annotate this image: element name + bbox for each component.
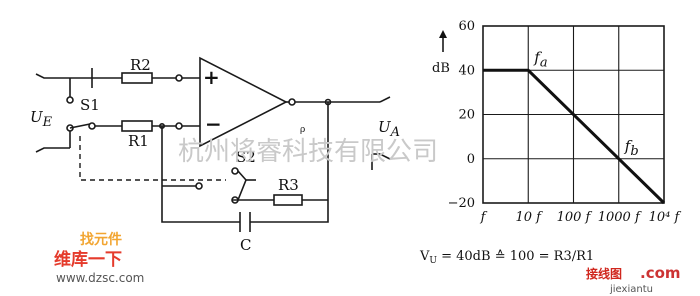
svg-text:找元件: 找元件: [80, 231, 122, 248]
r3-label: R3: [278, 176, 299, 194]
junction-r2: [175, 74, 183, 82]
r2-label: R2: [130, 56, 151, 74]
chart-annotations: fa fb: [533, 48, 638, 159]
x-axis: f 10 f 100 f 1000 f 10⁴ f: [480, 210, 682, 225]
y-axis-label: dB: [432, 61, 450, 76]
x-tick-label: 1000 f: [598, 210, 642, 225]
svg-text:jiexiantu: jiexiantu: [609, 284, 653, 295]
corner-frequency-label: fa: [533, 48, 547, 70]
input-terminal-bottom: [35, 147, 70, 153]
chart-frame: [482, 25, 665, 204]
junction-r1: [175, 122, 183, 130]
svg-text:接线图: 接线图: [586, 266, 622, 281]
y-axis: −20 0 20 40 60 dB: [432, 19, 475, 211]
watermark-company: 杭州将睿科技有限公司: [178, 137, 438, 167]
op-amp-triangle: [199, 56, 288, 148]
s2-label: S2: [236, 148, 256, 166]
input-terminal-top: [35, 68, 93, 88]
x-tick-label: 100 f: [557, 210, 593, 225]
y-tick-label: −20: [448, 196, 475, 211]
op-amp-circuit: UE S1 R2 R1 + − ρ S2 R3 C UA: [30, 56, 400, 254]
resistor-r3: [273, 194, 303, 206]
y-axis-arrow-head: [439, 30, 447, 38]
x-tick-label: f: [480, 210, 488, 225]
y-tick-label: 20: [458, 108, 475, 123]
gain-response-line: [483, 68, 666, 205]
switch-s2: [231, 167, 256, 204]
switch-s1: [66, 78, 96, 148]
plus-input-sign: +: [203, 65, 220, 89]
gain-formula: VU = 40dB ≙ 100 = R3/R1: [419, 249, 594, 266]
svg-text:维库一下: 维库一下: [54, 249, 122, 270]
minus-input-sign: −: [205, 112, 222, 136]
output-voltage-label: UA: [378, 118, 400, 140]
output-terminal-bottom: [371, 153, 391, 170]
y-tick-label: 0: [467, 152, 475, 167]
x-tick-label: 10⁴ f: [649, 210, 682, 225]
x-tick-label: 10 f: [516, 210, 544, 225]
s1-label: S1: [80, 96, 100, 114]
input-voltage-label: UE: [30, 108, 53, 130]
resistor-r1: [121, 120, 153, 132]
bode-plot: −20 0 20 40 60 dB f 10 f 100 f 1000 f 10⁴ f fa fb: [432, 19, 682, 225]
watermark-logo-right: 接线图 .com jiexiantu: [586, 264, 681, 295]
r1-label: R1: [128, 132, 149, 150]
svg-text:www.dzsc.com: www.dzsc.com: [56, 271, 144, 285]
y-tick-label: 60: [458, 19, 475, 34]
svg-text:.com: .com: [640, 264, 681, 282]
chart-series: [483, 68, 666, 205]
watermark-logo-left: 找元件 维库一下 www.dzsc.com: [54, 231, 144, 285]
resistor-r2: [121, 72, 153, 84]
output-terminal-top: [379, 96, 391, 103]
corner-frequency-label: fb: [624, 137, 639, 159]
y-tick-label: 40: [458, 63, 475, 78]
capacitor-label: C: [240, 236, 251, 254]
op-amp-output-pin: [288, 98, 296, 106]
pin-mark: ρ: [300, 125, 305, 135]
capacitor-c: [239, 212, 251, 232]
